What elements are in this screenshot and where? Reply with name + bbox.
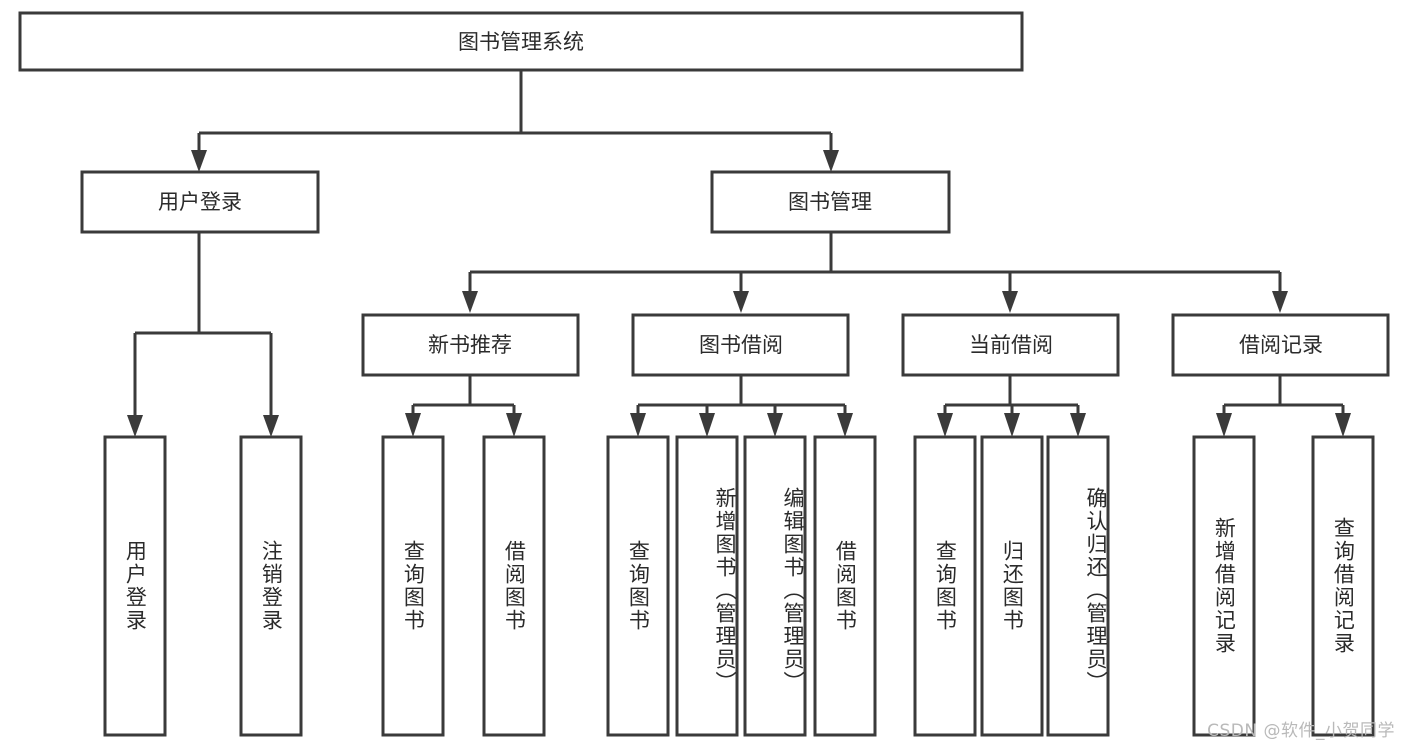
connector-group-new-book	[405, 375, 522, 437]
node-user-login[interactable]: 用户登录	[80, 170, 320, 234]
node-current-borrow[interactable]: 当前借阅	[901, 313, 1120, 377]
node-borrow-record[interactable]: 借阅记录	[1171, 313, 1390, 377]
leaf-group-book-borrow	[606, 435, 877, 737]
leaf-box-current-borrow-3[interactable]	[1046, 435, 1110, 737]
arrow-head-book-borrow-leaf-1	[630, 413, 646, 437]
node-borrow-record-label: 借阅记录	[1239, 333, 1323, 357]
node-book-management-label: 图书管理	[788, 190, 872, 214]
node-new-book-recommend-label: 新书推荐	[428, 333, 512, 357]
node-root-box[interactable]	[18, 11, 1024, 72]
leaf-group-borrow-record	[1192, 435, 1375, 737]
node-current-borrow-label: 当前借阅	[969, 333, 1053, 357]
arrow-head-borrow-record	[1272, 291, 1288, 313]
node-borrow-record-box[interactable]	[1171, 313, 1390, 377]
node-book-management-box[interactable]	[710, 170, 951, 234]
node-book-borrow-label: 图书借阅	[699, 333, 783, 357]
leaf-group-current-borrow	[913, 435, 1110, 737]
watermark: CSDN @软件_小贺同学	[1207, 721, 1395, 741]
node-current-borrow-box[interactable]	[901, 313, 1120, 377]
arrow-head-book-borrow	[733, 291, 749, 313]
arrow-head-new-book-leaf-1	[405, 413, 421, 437]
node-new-book-recommend-box[interactable]	[361, 313, 580, 377]
leaf-box-current-borrow-1[interactable]	[913, 435, 977, 737]
node-book-borrow-box[interactable]	[631, 313, 850, 377]
leaf-box-book-borrow-3[interactable]	[743, 435, 807, 737]
leaf-box-borrow-record-2[interactable]	[1311, 435, 1375, 737]
connector-group-borrow-record	[1216, 375, 1351, 437]
leaf-box-borrow-record-1[interactable]	[1192, 435, 1256, 737]
leaf-group-new-book-recommend	[381, 435, 546, 737]
leaf-box-book-borrow-2[interactable]	[675, 435, 739, 737]
leaf-group-user-login	[103, 435, 303, 737]
arrow-head-new-book	[462, 291, 478, 313]
node-new-book-recommend[interactable]: 新书推荐	[361, 313, 580, 377]
arrow-head-user-login	[191, 150, 207, 172]
arrow-head-current-borrow-leaf-1	[937, 413, 953, 437]
arrow-head-current-borrow-leaf-3	[1070, 413, 1086, 437]
arrow-head-current-borrow-leaf-2	[1004, 413, 1020, 437]
connector-group-book-borrow	[630, 375, 853, 437]
connector-group-root	[191, 70, 839, 172]
arrow-head-user-login-leaf-1	[127, 415, 143, 437]
node-user-login-box[interactable]	[80, 170, 320, 234]
leaf-box-new-book-1[interactable]	[381, 435, 445, 737]
leaf-box-new-book-2[interactable]	[482, 435, 546, 737]
node-root-label: 图书管理系统	[458, 30, 584, 54]
arrow-head-current-borrow	[1002, 291, 1018, 313]
leaf-box-book-borrow-1[interactable]	[606, 435, 670, 737]
connector-group-user-login	[127, 232, 279, 437]
arrow-head-new-book-leaf-2	[506, 413, 522, 437]
arrow-head-book-borrow-leaf-2	[699, 413, 715, 437]
leaf-box-current-borrow-2[interactable]	[980, 435, 1044, 737]
leaf-box-user-login-2[interactable]	[239, 435, 303, 737]
node-user-login-label: 用户登录	[158, 190, 242, 214]
arrow-head-user-login-leaf-2	[263, 415, 279, 437]
leaf-box-book-borrow-4[interactable]	[813, 435, 877, 737]
connector-group-book-mgmt	[462, 232, 1288, 313]
arrow-head-book-mgmt	[823, 150, 839, 172]
arrow-head-borrow-record-leaf-1	[1216, 413, 1232, 437]
connector-group-current-borrow	[937, 375, 1086, 437]
node-book-management[interactable]: 图书管理	[710, 170, 951, 234]
arrow-head-book-borrow-leaf-4	[837, 413, 853, 437]
arrow-head-borrow-record-leaf-2	[1335, 413, 1351, 437]
arrow-head-book-borrow-leaf-3	[767, 413, 783, 437]
node-book-borrow[interactable]: 图书借阅	[631, 313, 850, 377]
node-root[interactable]: 图书管理系统	[18, 11, 1024, 72]
leaf-box-user-login-1[interactable]	[103, 435, 167, 737]
